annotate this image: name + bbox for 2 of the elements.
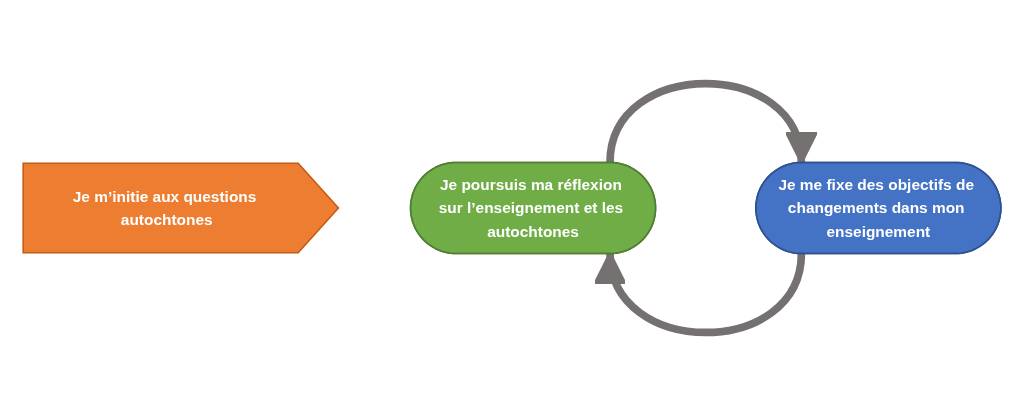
arrow	[598, 252, 806, 337]
arrow	[606, 79, 814, 164]
